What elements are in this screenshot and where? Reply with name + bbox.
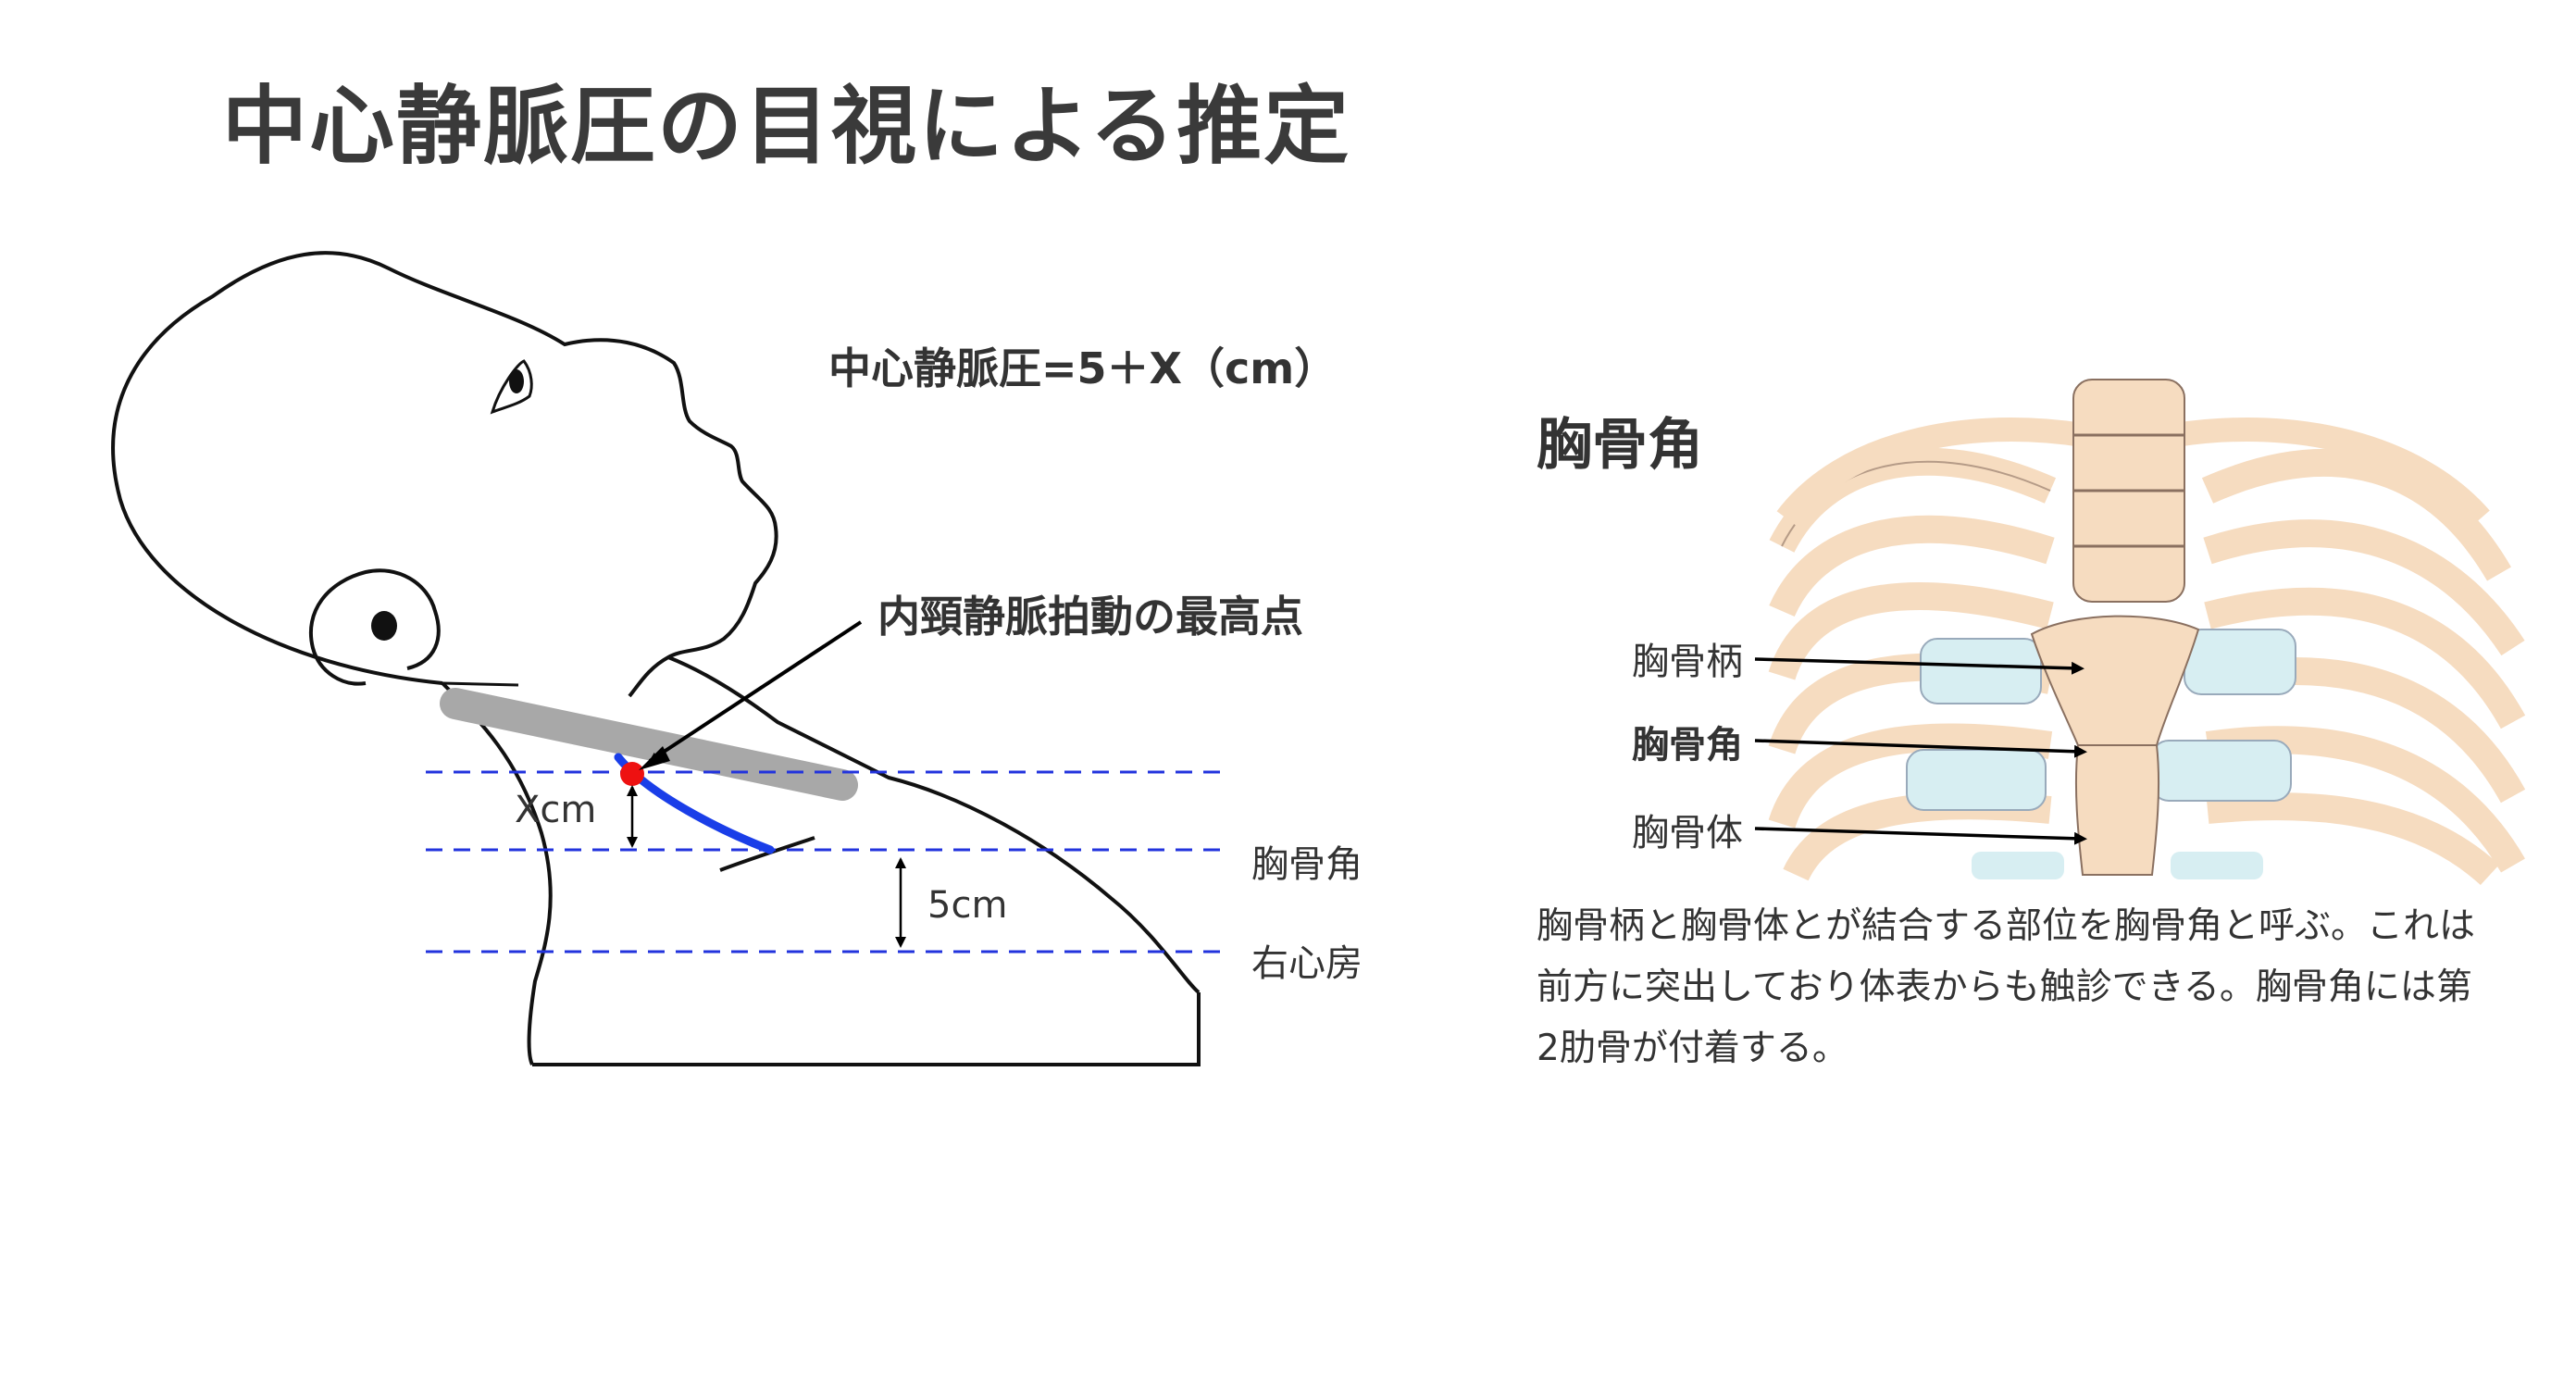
x-measure-bottom-arrow — [627, 837, 638, 848]
label-arrowhead — [639, 746, 670, 770]
torso-outline — [532, 992, 1201, 1066]
arrow-manubrium — [1754, 657, 2084, 675]
label-arrow — [648, 620, 863, 763]
cvp-formula: 中心静脈圧=5＋X（cm） — [828, 343, 1338, 393]
pupil-icon — [509, 369, 524, 393]
clavicle-line — [719, 836, 815, 872]
sternum-body — [2074, 744, 2160, 876]
ear-canal-icon — [371, 611, 397, 641]
five-measure-label: 5cm — [927, 884, 1008, 927]
five-measure-bottom-arrow — [895, 937, 906, 948]
x-measure-top-arrow — [627, 785, 638, 796]
ear-icon — [308, 568, 441, 686]
neck-back-outline — [441, 681, 553, 1066]
neck-front-outline — [667, 655, 1201, 994]
sternal-angle-description: 胸骨柄と胸骨体とが結合する部位を胸骨角と呼ぶ。これは前方に突出しており体表からも… — [1537, 905, 2476, 1069]
sternal-angle-label: 胸骨角 — [1632, 724, 1743, 767]
sternal-angle-line-label: 胸骨角 — [1251, 843, 1363, 886]
jugular-top-label: 内頸静脈拍動の最高点 — [877, 592, 1303, 642]
page-title: 中心静脈圧の目視による推定 — [222, 77, 1351, 176]
sternum-body-label: 胸骨体 — [1632, 812, 1743, 854]
ruler-bar — [440, 688, 858, 801]
head-outline — [111, 251, 778, 698]
rib-cage-illustration — [1768, 375, 2526, 886]
x-measure-label: Xcm — [515, 789, 597, 831]
arrow-sternal-angle — [1754, 739, 2087, 758]
sternum-manubrium — [2030, 615, 2200, 746]
five-measure-top-arrow — [895, 857, 906, 868]
chin-line — [442, 681, 519, 687]
pulsation-top-point — [620, 762, 644, 786]
arrow-sternum-body — [1754, 827, 2087, 845]
right-atrium-line-label: 右心房 — [1251, 942, 1363, 985]
sternal-angle-heading: 胸骨角 — [1537, 413, 1703, 478]
manubrium-label: 胸骨柄 — [1632, 641, 1743, 683]
